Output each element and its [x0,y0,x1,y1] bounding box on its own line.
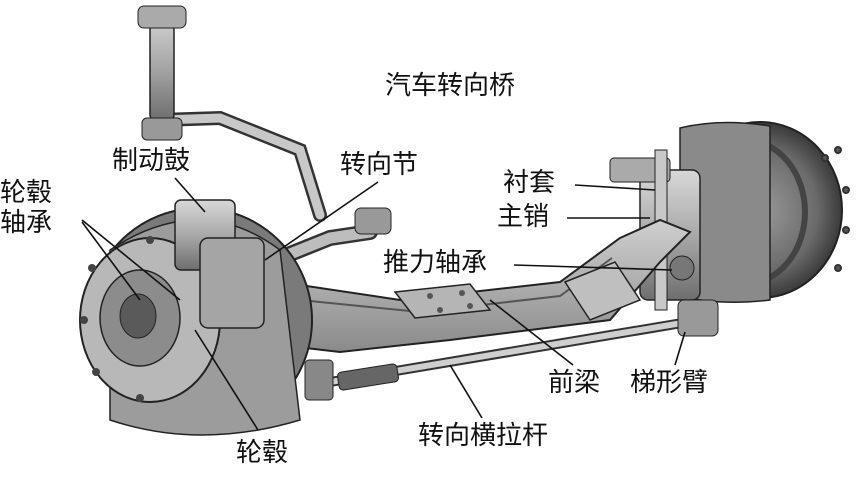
label-steering-arm: 梯形臂 [630,368,709,398]
front-beam [234,218,692,354]
label-steering-knuckle: 转向节 [340,150,419,180]
right-brake-drum [677,121,850,303]
tie-rod [304,299,719,401]
label-tie-rod: 转向横拉杆 [418,421,549,451]
diagram-title: 汽车转向桥 [385,71,516,101]
label-hub-line2: 轴承 [0,208,53,238]
label-hub-line1: 轮毂 [0,178,53,208]
label-kingpin: 主销 [497,202,550,232]
label-thrust-bearing: 推力轴承 [383,248,488,278]
left-brake-drum [79,199,313,436]
drag-link [137,5,327,222]
leader-lines [81,177,686,431]
label-front-beam: 前梁 [548,368,601,398]
label-bushing: 衬套 [503,168,556,198]
label-wheel-hub: 轮毂 [236,438,289,468]
label-brake-drum: 制动鼓 [112,146,191,176]
